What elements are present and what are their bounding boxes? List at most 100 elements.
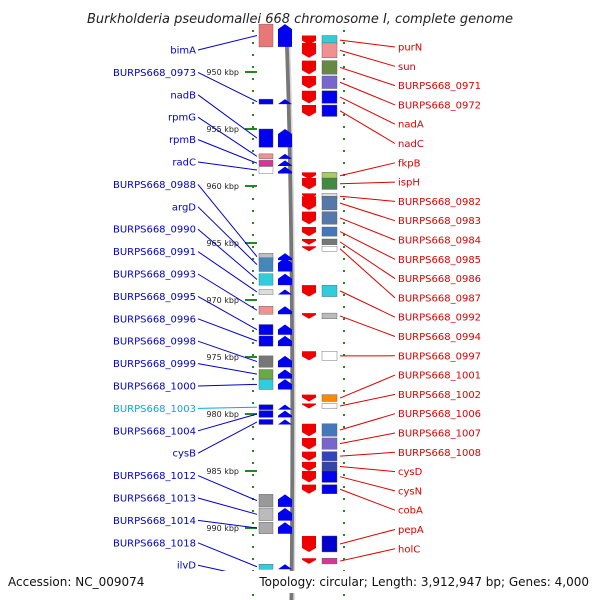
left-gene-connector: [197, 94, 258, 139]
right-gene-arrow: [302, 484, 316, 494]
right-gene-arrow: [302, 558, 316, 564]
right-gene-arrow: [302, 75, 316, 89]
right-gene-block: [321, 284, 338, 297]
right-gene-block: [321, 351, 338, 361]
left-gene-connector: [197, 421, 258, 454]
right-gene-arrow: [302, 451, 316, 461]
left-gene-block: [258, 289, 274, 295]
left-gene-label: BURPS668_0999: [113, 359, 196, 370]
left-gene-label: argD: [172, 202, 196, 213]
left-gene-label: BURPS668_1003: [113, 404, 196, 415]
right-gene-arrow: [302, 313, 316, 319]
right-gene-block: [321, 104, 338, 117]
left-gene-block: [258, 153, 274, 160]
right-gene-arrow: [302, 403, 316, 409]
left-gene-arrow: [278, 369, 292, 379]
map-title: Burkholderia pseudomallei 668 chromosome…: [87, 12, 513, 27]
left-gene-label: BURPS668_0995: [113, 292, 196, 303]
right-gene-label: cysD: [398, 467, 423, 478]
right-gene-label: BURPS668_1002: [398, 390, 481, 401]
left-gene-label: cysB: [173, 449, 197, 460]
right-gene-label: BURPS668_1001: [398, 371, 481, 382]
scale-tick-label: 950 kbp: [206, 68, 239, 77]
left-gene-block: [258, 355, 274, 368]
left-gene-block: [258, 273, 274, 286]
right-gene-label: BURPS668_0992: [398, 313, 481, 324]
left-gene-label: nadB: [170, 90, 196, 101]
right-gene-label: purN: [398, 43, 422, 54]
left-gene-connector: [197, 139, 258, 164]
topology-text: Topology: circular; Length: 3,912,947 bp…: [258, 575, 589, 589]
right-gene-connector: [339, 49, 396, 67]
left-gene-arrow: [278, 153, 292, 159]
right-gene-connector: [339, 374, 396, 399]
scale-tick-label: 990 kbp: [206, 524, 239, 533]
right-gene-connector: [339, 110, 396, 144]
left-gene-arrow: [278, 273, 292, 286]
left-gene-label: BURPS668_0996: [113, 314, 196, 325]
right-gene-block: [321, 437, 338, 450]
right-gene-connector: [339, 202, 396, 222]
right-gene-label: BURPS668_0986: [398, 274, 481, 285]
left-gene-arrow: [278, 379, 292, 390]
left-gene-arrow: [278, 324, 292, 335]
left-gene-arrow: [278, 419, 292, 425]
right-gene-block: [321, 226, 338, 237]
right-gene-connector: [339, 290, 396, 318]
left-gene-connector: [197, 228, 258, 280]
right-gene-arrow: [302, 90, 316, 104]
left-gene-arrow: [278, 494, 292, 507]
left-gene-connector: [197, 116, 258, 157]
left-gene-arrow: [278, 522, 292, 534]
right-gene-block: [321, 403, 338, 409]
right-gene-arrow: [302, 246, 316, 252]
right-gene-connector: [339, 393, 396, 407]
right-gene-connector: [339, 241, 396, 280]
right-gene-connector: [339, 231, 396, 260]
right-gene-connector: [339, 96, 396, 125]
right-gene-block: [321, 461, 338, 472]
left-gene-block: [258, 257, 274, 272]
left-gene-block: [258, 404, 274, 410]
right-gene-arrow: [302, 105, 316, 117]
left-gene-connector: [197, 206, 258, 266]
right-gene-block: [321, 470, 338, 483]
right-gene-block: [321, 60, 338, 75]
left-gene-label: BURPS668_1012: [113, 471, 196, 482]
right-gene-connector: [339, 451, 396, 457]
left-gene-arrow: [278, 404, 292, 410]
left-gene-label: rpmG: [168, 113, 196, 124]
left-gene-connector: [197, 406, 258, 409]
left-gene-label: BURPS668_1013: [113, 494, 196, 505]
right-gene-arrow: [302, 351, 316, 361]
left-gene-arrow: [278, 99, 292, 105]
left-gene-arrow: [278, 24, 292, 47]
right-gene-label: BURPS668_0994: [398, 332, 481, 343]
left-gene-block: [258, 335, 274, 347]
left-gene-arrow: [278, 129, 292, 148]
right-gene-connector: [339, 315, 396, 337]
right-gene-arrow: [302, 437, 316, 450]
left-gene-block: [258, 369, 274, 379]
left-gene-arrow: [278, 166, 292, 174]
left-gene-block: [258, 410, 274, 418]
right-gene-label: BURPS668_0987: [398, 293, 481, 304]
right-gene-label: nadC: [398, 139, 424, 150]
left-gene-connector: [197, 295, 258, 331]
left-gene-connector: [197, 363, 258, 375]
left-gene-block: [258, 98, 274, 105]
right-gene-arrow: [302, 211, 316, 225]
right-gene-label: BURPS668_0982: [398, 197, 481, 208]
right-gene-block: [321, 42, 338, 58]
right-gene-block: [321, 451, 338, 461]
left-gene-connector: [197, 184, 258, 257]
right-gene-arrow: [302, 239, 316, 245]
left-gene-block: [258, 160, 274, 167]
right-gene-block: [321, 558, 338, 565]
right-gene-connector: [339, 476, 396, 492]
right-gene-arrow: [302, 178, 316, 190]
scale-tick-label: 975 kbp: [206, 353, 239, 362]
right-gene-arrow: [302, 423, 316, 437]
right-gene-connector: [339, 548, 396, 562]
